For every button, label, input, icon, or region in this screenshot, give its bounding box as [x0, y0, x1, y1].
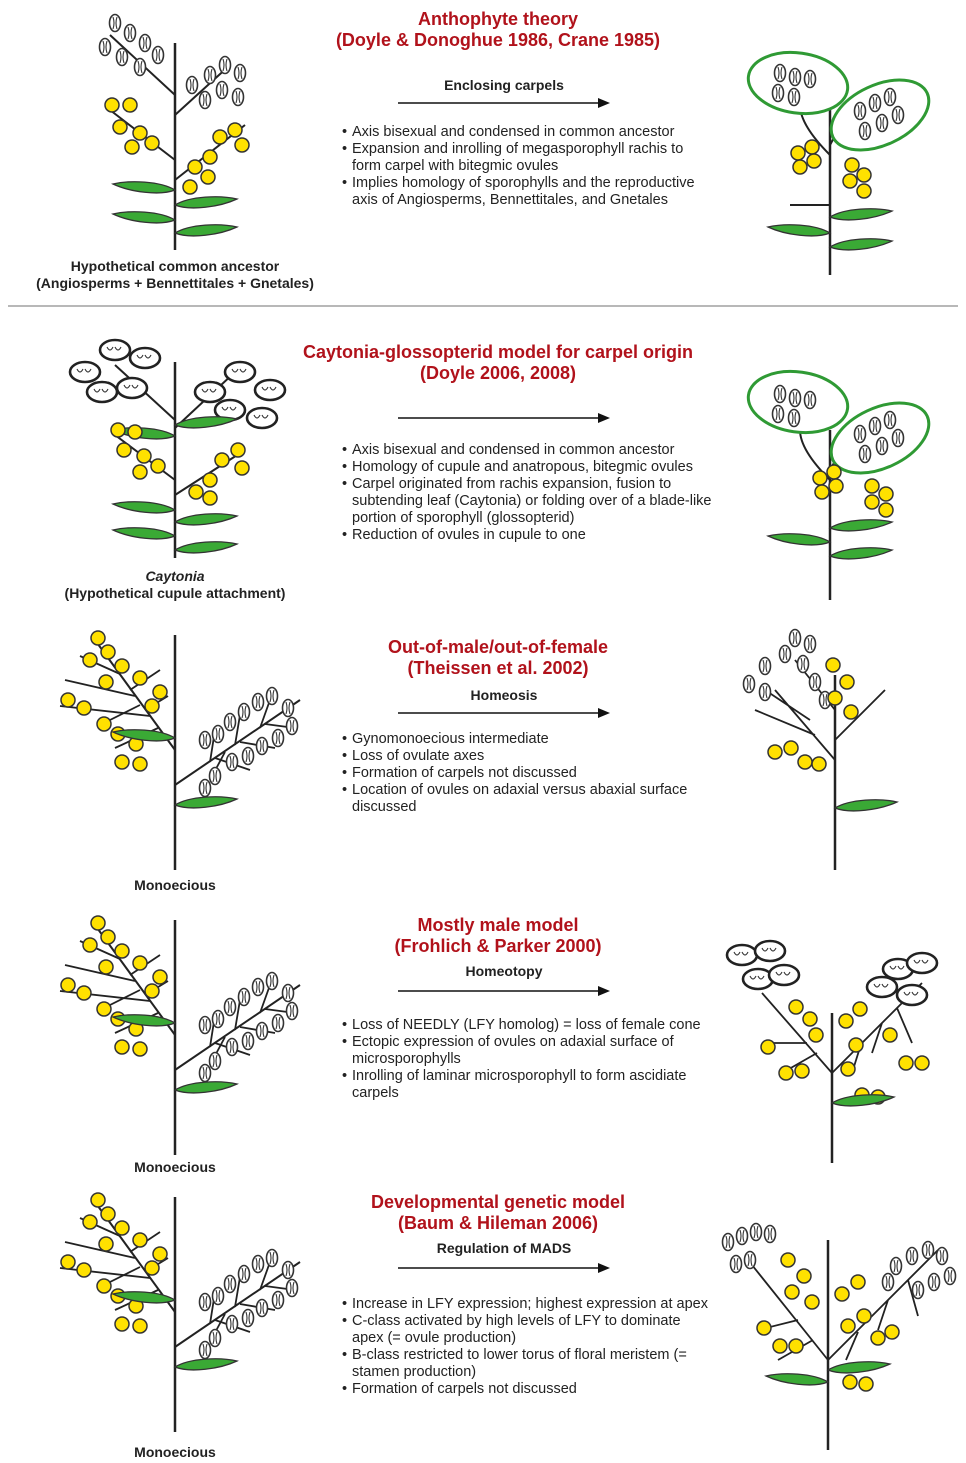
flower-illustration [746, 50, 931, 275]
ancestor-plant-illustration [98, 13, 250, 250]
title-line-1: Caytonia-glossopterid model for carpel o… [302, 342, 694, 362]
bullet-item: Increase in LFY expression; highest expr… [342, 1296, 714, 1313]
bullet-item: Implies homology of sporophylls and the … [342, 175, 702, 209]
title-line-1: Out-of-male/out-of-female [388, 637, 608, 657]
section-divider [8, 305, 958, 307]
monoecious-plant-illustration [59, 1192, 301, 1432]
process-label: Regulation of MADS [436, 1240, 572, 1256]
panel-out-of-male-out-of-female: Out-of-male/out-of-female (Theissen et a… [0, 615, 966, 905]
caption-line-2: (Hypothetical cupule attachment) [64, 585, 286, 601]
title-line-2: (Doyle 2006, 2008) [419, 363, 577, 383]
bullet-item: Axis bisexual and condensed in common an… [342, 442, 720, 459]
monoecious-plant-illustration [59, 630, 301, 870]
microsporophyll-cluster [198, 1248, 299, 1360]
ancestor-caption: Monoecious [60, 877, 290, 894]
cupule-cluster [68, 338, 287, 430]
bullet-item: Loss of NEEDLY (LFY homolog) = loss of f… [342, 1017, 702, 1034]
bullet-item: Expansion and inrolling of megasporophyl… [342, 141, 702, 175]
bullet-item: Formation of carpels not discussed [342, 1381, 714, 1398]
bullet-list: Gynomonoecious intermediate Loss of ovul… [342, 731, 722, 816]
bullet-item: Loss of ovulate axes [342, 748, 722, 765]
bullet-item: Carpel originated from rachis expansion,… [342, 476, 720, 527]
bullet-item: C-class activated by high levels of LFY … [342, 1313, 714, 1347]
flower-illustration [746, 369, 931, 600]
panel-mostly-male-model: Mostly male model (Frohlich & Parker 200… [0, 905, 966, 1180]
microsporophyll-cluster [98, 13, 247, 110]
caption-line-1: Hypothetical common ancestor [70, 258, 280, 274]
title-line-2: (Theissen et al. 2002) [407, 658, 589, 678]
bullet-item: Inrolling of laminar microsporophyll to … [342, 1068, 702, 1102]
model-title: Mostly male model (Frohlich & Parker 200… [300, 915, 696, 957]
transition-arrow [398, 708, 610, 718]
panel-developmental-genetic-model: Developmental genetic model (Baum & Hile… [0, 1180, 966, 1463]
caption-line-2: (Angiosperms + Bennettitales + Gnetales) [36, 275, 314, 291]
title-line-1: Anthophyte theory [418, 9, 578, 29]
ancestor-caption: Caytonia (Hypothetical cupule attachment… [0, 568, 350, 602]
process-label: Enclosing carpels [444, 77, 564, 93]
bullet-item: Ectopic expression of ovules on adaxial … [342, 1034, 702, 1068]
ovulate-microsporophyll-cluster [725, 939, 939, 1007]
model-title: Anthophyte theory (Doyle & Donoghue 1986… [300, 9, 696, 51]
bullet-item: Axis bisexual and condensed in common an… [342, 124, 702, 141]
caytonia-plant-illustration [68, 338, 287, 558]
caption-line-1: Caytonia [145, 568, 205, 584]
bullet-item: Location of ovules on adaxial versus aba… [342, 782, 722, 816]
ovule-cluster [60, 630, 168, 772]
monoecious-plant-illustration [59, 915, 301, 1155]
transition-arrow [398, 413, 610, 423]
transition-arrow [398, 1263, 610, 1273]
transition-arrow [398, 98, 610, 108]
microsporophyll-cluster [198, 971, 299, 1083]
microsporophyll-cluster [198, 686, 299, 798]
ancestor-caption: Monoecious [60, 1444, 290, 1461]
carpel [829, 78, 931, 152]
caption-line-1: Monoecious [134, 877, 216, 893]
ovule-cluster [60, 1192, 168, 1334]
title-line-1: Developmental genetic model [370, 1192, 626, 1212]
title-line-2: (Doyle & Donoghue 1986, Crane 1985) [335, 30, 661, 50]
caption-line-1: Monoecious [134, 1159, 216, 1175]
title-line-2: (Baum & Hileman 2006) [397, 1213, 599, 1233]
bullet-list: Loss of NEEDLY (LFY homolog) = loss of f… [342, 1017, 702, 1102]
microsporophyll-cluster [742, 628, 832, 710]
transition-arrow [398, 986, 610, 996]
bullet-item: B-class restricted to lower torus of flo… [342, 1347, 714, 1381]
caption-line-1: Monoecious [134, 1444, 216, 1460]
ovule-cluster [760, 999, 930, 1105]
panel-anthophyte-theory: Anthophyte theory (Doyle & Donoghue 1986… [0, 0, 966, 305]
bullet-list: Axis bisexual and condensed in common an… [342, 442, 720, 544]
flower-illustration [725, 939, 939, 1163]
flower-illustration [721, 1222, 957, 1450]
process-label: Homeotopy [465, 963, 543, 979]
ancestor-caption: Monoecious [60, 1159, 290, 1176]
flower-illustration [742, 628, 898, 870]
panel-caytonia-glossopterid: Caytonia-glossopterid model for carpel o… [0, 310, 966, 610]
bullet-list: Increase in LFY expression; highest expr… [342, 1296, 714, 1398]
carpel [746, 369, 850, 435]
carpel [829, 401, 931, 475]
model-title: Out-of-male/out-of-female (Theissen et a… [300, 637, 696, 679]
bullet-item: Gynomonoecious intermediate [342, 731, 722, 748]
model-title: Caytonia-glossopterid model for carpel o… [270, 342, 726, 384]
title-line-2: (Frohlich & Parker 2000) [394, 936, 602, 956]
bullet-list: Axis bisexual and condensed in common an… [342, 124, 702, 209]
bullet-item: Reduction of ovules in cupule to one [342, 527, 720, 544]
model-title: Developmental genetic model (Baum & Hile… [300, 1192, 696, 1234]
bullet-item: Homology of cupule and anatropous, biteg… [342, 459, 720, 476]
carpel [746, 50, 850, 116]
ovule-cluster [60, 915, 168, 1057]
ancestor-caption: Hypothetical common ancestor (Angiosperm… [0, 258, 350, 292]
bullet-item: Formation of carpels not discussed [342, 765, 722, 782]
process-label: Homeosis [470, 687, 538, 703]
title-line-1: Mostly male model [417, 915, 579, 935]
